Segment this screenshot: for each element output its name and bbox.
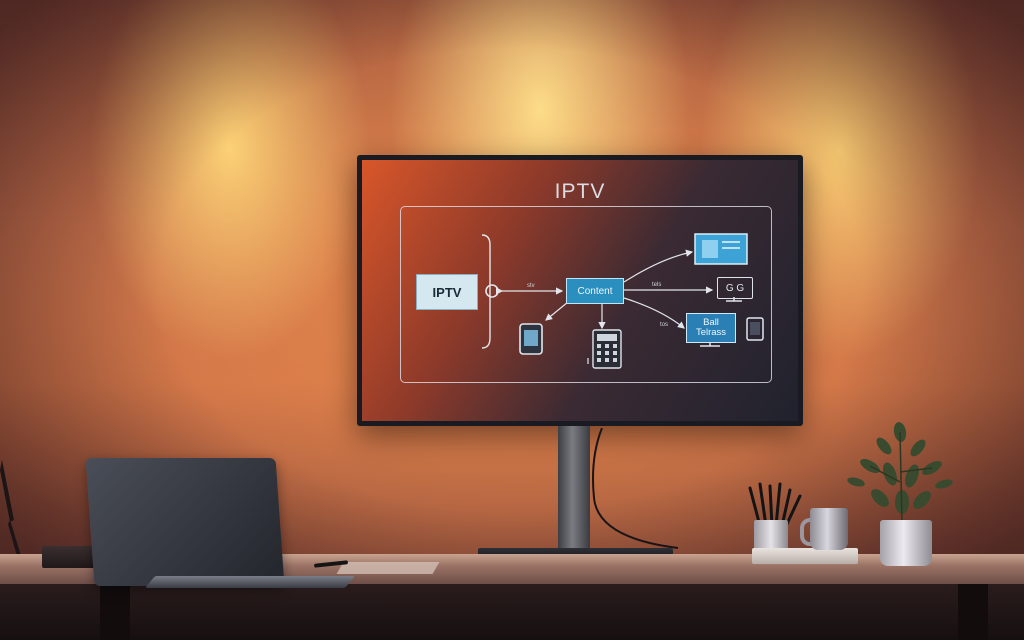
screen-title: IPTV	[554, 180, 606, 203]
monitor-cable	[592, 428, 679, 549]
desk-tray	[752, 548, 858, 564]
paper-sheet	[336, 562, 440, 574]
desk-leg	[958, 584, 988, 640]
coffee-mug	[810, 508, 848, 550]
diagram-connections: stv tels tos	[481, 233, 764, 369]
laptop-base	[144, 576, 356, 588]
arrow-label-right: tels	[652, 282, 661, 288]
monitor-stand	[558, 426, 590, 551]
og-node: G G	[717, 277, 753, 299]
desk-front	[0, 584, 1024, 640]
arrow-label-lower: tos	[660, 322, 668, 328]
pencil-cup	[754, 520, 788, 552]
content-node: Content	[566, 278, 624, 304]
diagram-frame	[400, 206, 772, 383]
arrow-label-left: stv	[527, 283, 535, 289]
potted-plant	[847, 422, 953, 523]
laptop	[85, 458, 285, 586]
plant-pot	[880, 520, 932, 566]
monitor-screen: IPTV	[362, 160, 798, 421]
desk-leg	[100, 584, 130, 640]
box-node: Ball Telrass	[686, 313, 736, 343]
iptv-node: IPTV	[416, 274, 478, 310]
monitor: IPTV	[357, 155, 803, 426]
